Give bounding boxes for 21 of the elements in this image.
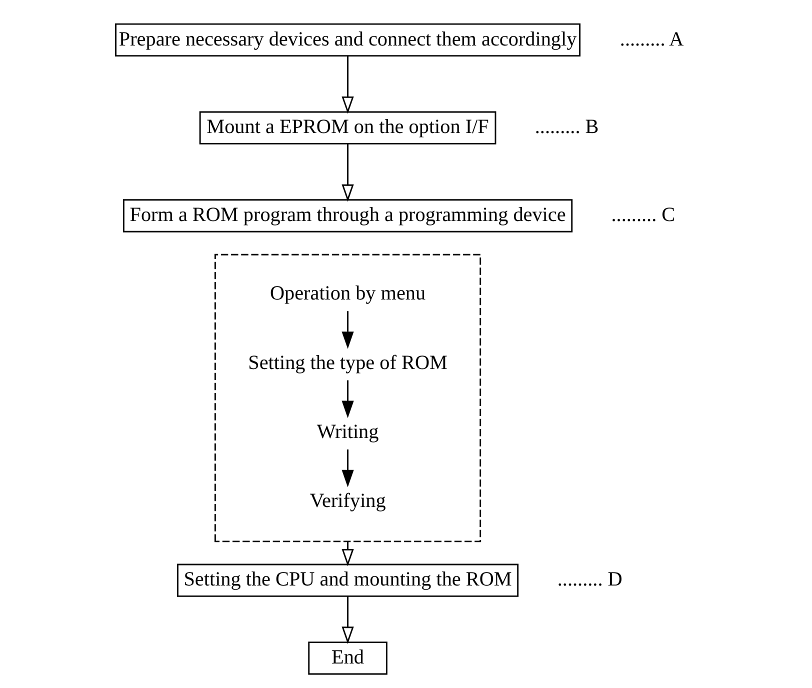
node-label: ......... C [610,204,675,226]
node-text: Operation by menu [269,282,426,305]
node-box: Mount a EPROM on the option I/F [198,111,496,144]
arrow [341,541,354,566]
arrow [341,449,354,488]
node-box: Setting the CPU and mounting the ROM [176,564,518,597]
node-label: ......... A [619,28,684,50]
arrow [341,380,354,418]
node-box: Prepare necessary devices and connect them accordingly [114,23,580,56]
node-label: ......... B [534,116,598,138]
node-text: Verifying [309,490,386,512]
cluster [214,254,481,542]
node-box: Form a ROM program through a programming device [122,199,572,232]
arrow [341,596,354,644]
node-text: Setting the type of ROM [248,352,447,374]
arrow [341,56,354,114]
arrow [341,311,354,349]
node-text: Writing [316,420,378,443]
node-label: ......... D [556,568,622,591]
arrow [341,144,354,202]
node-box: End [308,642,387,675]
